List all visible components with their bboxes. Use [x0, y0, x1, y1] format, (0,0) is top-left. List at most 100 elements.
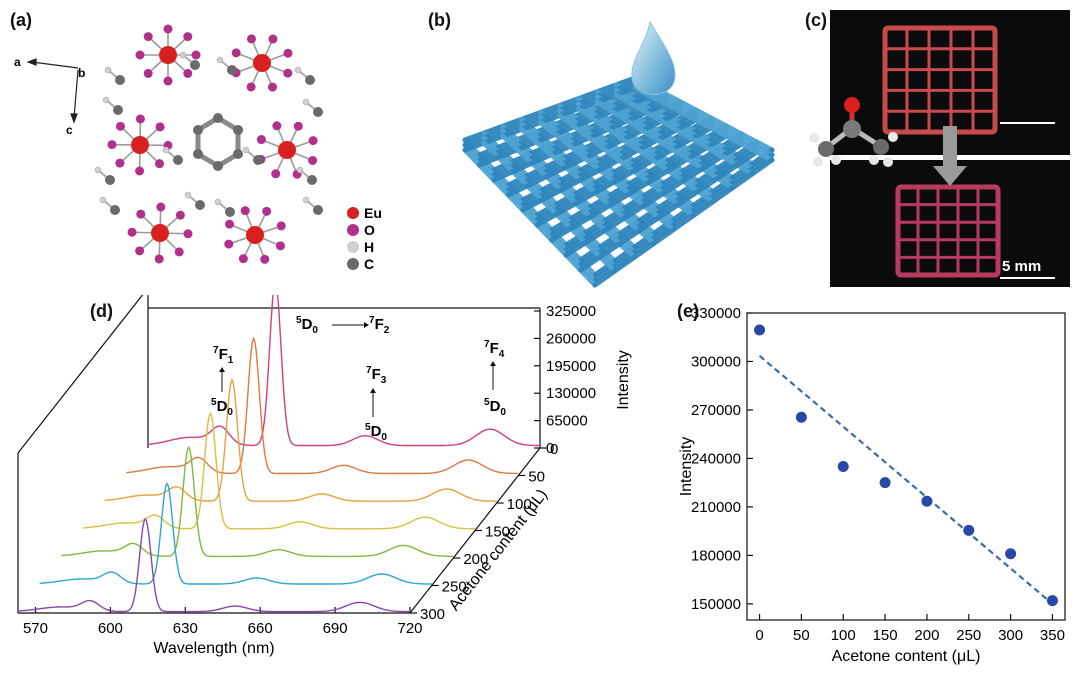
y-tick-label: 300000	[691, 353, 741, 370]
panel-c-label: (c)	[805, 10, 827, 30]
spectrum-line-100	[104, 378, 497, 502]
spectrum-line-50	[126, 336, 519, 475]
y-tick-label: 330000	[691, 305, 741, 322]
x-tick-label: 600	[98, 620, 123, 637]
annotation-5D0-b: 5D0	[296, 315, 318, 336]
y-tick-label: 195000	[546, 358, 596, 375]
spectrum-line-250	[39, 482, 432, 585]
legend-label-H: H	[364, 239, 374, 255]
scale-bar-label: 5 mm	[1002, 258, 1041, 275]
lattice-red-before	[882, 25, 998, 135]
y-axis-title: Intensity	[678, 437, 695, 497]
annotation-7F4: 7F4	[484, 339, 505, 360]
axis-b-label: b	[78, 66, 85, 80]
panel-a-label: (a)	[10, 10, 32, 30]
x-tick-label: 250	[956, 627, 981, 644]
transition-arrow-icon	[933, 126, 967, 186]
panel-c: (c) 5 mm	[790, 0, 1080, 290]
axis-a-label: a	[14, 55, 21, 69]
legend-swatch-C	[347, 258, 359, 270]
annotation-5D0-a: 5D0	[211, 397, 233, 418]
y-tick-label: 150000	[691, 596, 741, 613]
data-point	[1046, 595, 1058, 607]
z-tick-label: 150	[485, 524, 510, 541]
z-tick-label: 0	[550, 441, 558, 458]
linear-fit-line	[758, 354, 1054, 605]
z-tick-label: 300	[420, 606, 445, 623]
lattice-grid	[462, 75, 775, 288]
legend-label-C: C	[364, 256, 374, 272]
y-tick-label: 0	[546, 440, 554, 457]
top-left-edge	[17, 295, 144, 454]
panel-d-label: (d)	[90, 301, 113, 321]
data-point	[754, 324, 766, 336]
x-tick-label: 660	[248, 620, 273, 637]
x-tick-label: 200	[914, 627, 939, 644]
legend-swatch-Eu	[347, 207, 359, 219]
y-tick-label: 270000	[691, 402, 741, 419]
annotation-5D0-c: 5D0	[365, 422, 387, 443]
crystal-axes	[26, 58, 79, 124]
data-point	[837, 461, 849, 472]
x-axis-title: Acetone content (μL)	[832, 648, 981, 665]
plot-frame	[746, 312, 1066, 621]
y-tick-label: 260000	[546, 330, 596, 347]
data-point	[879, 477, 891, 489]
x-tick-label: 300	[998, 627, 1023, 644]
legend-label-O: O	[364, 222, 375, 238]
y-tick-label: 65000	[546, 413, 588, 430]
axis-c-label: c	[66, 123, 73, 137]
data-point	[921, 495, 933, 507]
z-tick-label: 100	[507, 496, 532, 513]
water-drop-icon	[631, 20, 676, 95]
photo-overlay: 5 mm	[809, 25, 1055, 279]
acetone-molecule-icon	[809, 97, 898, 167]
z-tick-label: 50	[528, 469, 545, 486]
legend-swatch-H	[347, 241, 359, 253]
x-tick-label: 630	[173, 620, 198, 637]
transition-arrow-head	[219, 367, 225, 372]
lattice-red-after	[895, 184, 1001, 278]
y-tick-label: 130000	[546, 385, 596, 402]
y-axis-title: Intensity	[615, 350, 632, 410]
annotation-7F1: 7F1	[213, 345, 234, 366]
z-axis-title: Acetone content (μL)	[446, 486, 551, 614]
z-tick-label: 200	[463, 551, 488, 568]
x-tick-label: 150	[873, 627, 898, 644]
data-point	[1005, 548, 1017, 560]
spectrum-line-300	[17, 517, 410, 613]
x-tick-label: 0	[755, 627, 763, 644]
spectrum-line-200	[61, 445, 454, 558]
annotation-5D0-d: 5D0	[484, 397, 506, 418]
x-tick-label: 50	[793, 627, 810, 644]
panel-b-label: (b)	[428, 10, 451, 30]
x-tick-label: 100	[831, 627, 856, 644]
data-point	[963, 524, 975, 536]
y-tick-label: 240000	[691, 450, 741, 467]
x-axis-title: Wavelength (nm)	[153, 640, 274, 657]
x-tick-label: 720	[397, 620, 422, 637]
x-tick-label: 350	[1040, 627, 1065, 644]
spectrum-line-150	[82, 411, 475, 530]
printed-lattice-image	[462, 20, 775, 288]
x-tick-label: 690	[323, 620, 348, 637]
spectrum-line-0	[147, 295, 540, 447]
panel-e-label: (e)	[677, 301, 699, 321]
annotation-7F2: 7F2	[369, 315, 390, 336]
x-tick-label: 570	[23, 620, 48, 637]
legend-swatch-O	[347, 224, 359, 236]
panel-b: (b)	[410, 0, 780, 290]
legend-label-Eu: Eu	[364, 205, 382, 221]
z-tick-label: 250	[442, 579, 467, 596]
molecule-framework	[94, 24, 323, 264]
annotation-7F3: 7F3	[366, 365, 387, 386]
y-tick-label: 210000	[691, 499, 741, 516]
transition-arrow-head	[370, 388, 376, 393]
